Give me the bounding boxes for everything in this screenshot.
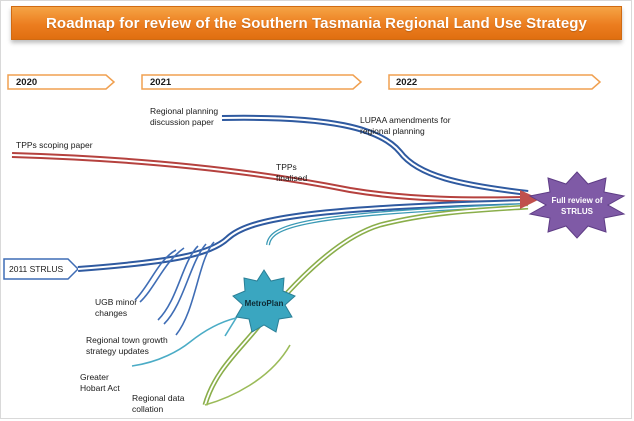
stream-greater-hobart <box>131 203 529 367</box>
timeline-arrow-2022 <box>388 74 602 90</box>
strlus-2011-box <box>3 258 80 280</box>
stream-regional-planning <box>221 114 529 196</box>
convergence-arrowhead <box>520 190 540 209</box>
timeline-arrow-2021 <box>141 74 363 90</box>
tpps-finalised-label: TPPs finalised <box>276 162 308 183</box>
tpps-scoping-label: TPPs scoping paper <box>16 140 93 150</box>
strlus-2011-label: 2011 STRLUS <box>9 264 64 274</box>
year-2020-label: 2020 <box>16 77 38 88</box>
metroplan-label: MetroPlan <box>244 299 284 308</box>
regional-planning-label: Regional planning discussion paper <box>150 106 219 127</box>
year-2022-label: 2022 <box>396 77 418 88</box>
full-review-starburst <box>528 171 626 239</box>
stream-strlus <box>77 199 529 272</box>
greater-hobart-label: Greater Hobart Act <box>80 372 120 393</box>
lupaa-amendments-label: LUPAA amendments for regional planning <box>360 115 451 136</box>
metroplan-starburst <box>232 269 296 333</box>
stream-tpps <box>11 152 529 203</box>
full-review-label: Full review of STRLUS <box>551 196 603 216</box>
data-collation-label: Regional data collation <box>132 393 185 414</box>
stream-ugb-town-growth <box>134 241 215 336</box>
town-growth-label: Regional town growth strategy updates <box>86 335 168 356</box>
page-title: Roadmap for review of the Southern Tasma… <box>46 14 587 32</box>
timeline-arrow-2020 <box>7 74 116 90</box>
ugb-changes-label: UGB minor changes <box>95 297 138 318</box>
stream-data-collation <box>202 204 529 406</box>
title-banner: Roadmap for review of the Southern Tasma… <box>11 6 622 40</box>
year-2021-label: 2021 <box>150 77 172 88</box>
